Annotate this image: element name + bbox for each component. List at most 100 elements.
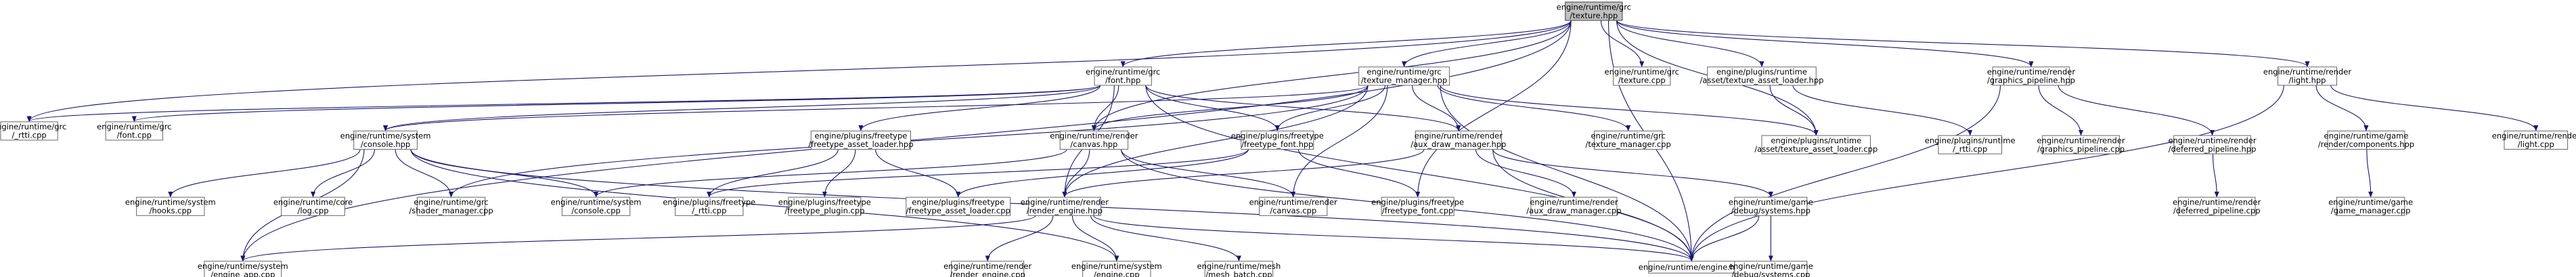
node-box bbox=[1613, 66, 1671, 86]
graph-node-freetype-asset-loader-cpp[interactable]: engine/plugins/freetype/freetype_asset_l… bbox=[906, 196, 1011, 216]
node-label-line: /game_manager.cpp bbox=[2331, 206, 2410, 215]
graph-node-log-cpp[interactable]: engine/runtime/core/log.cpp bbox=[273, 196, 353, 216]
graph-node-grc-rtti-cpp[interactable]: engine/runtime/grc/_rtti.cpp bbox=[0, 121, 66, 141]
node-box bbox=[1530, 196, 1618, 216]
node-label-line: /mesh_batch.cpp bbox=[1205, 270, 1272, 277]
graph-node-font-cpp[interactable]: engine/runtime/grc/font.cpp bbox=[97, 121, 172, 141]
edge-freetype-font-hpp-to-freetype-rtti-cpp bbox=[709, 148, 1249, 198]
node-label-line: engine/runtime/grc bbox=[414, 198, 488, 207]
node-label-line: engine/runtime/core bbox=[273, 198, 353, 207]
graph-node-mesh-batch-cpp[interactable]: engine/runtime/mesh/mesh_batch.cpp bbox=[1197, 261, 1281, 277]
node-label-line: /graphics_pipeline.hpp bbox=[1987, 76, 2075, 85]
node-box bbox=[2173, 135, 2251, 154]
graph-node-game-manager-cpp[interactable]: engine/runtime/game/game_manager.cpp bbox=[2328, 196, 2413, 216]
edge-aux-draw-manager-hpp-to-render-engine-hpp bbox=[1065, 149, 1425, 197]
graph-node-texture-manager-hpp[interactable]: engine/runtime/grc/texture_manager.hpp bbox=[1358, 66, 1450, 86]
node-box bbox=[1992, 66, 2070, 86]
graph-node-font-hpp[interactable]: engine/runtime/grc/font.hpp bbox=[1086, 66, 1160, 86]
graph-node-texture-asset-loader-cpp[interactable]: engine/plugins/runtime/asset/texture_ass… bbox=[1754, 135, 1878, 154]
node-label-line: engine/plugins/freetype bbox=[663, 198, 755, 207]
node-label-line: /texture_manager.hpp bbox=[1361, 76, 1447, 85]
node-label-line: /aux_draw_manager.cpp bbox=[1526, 206, 1621, 215]
graph-node-deferred-pipeline-hpp[interactable]: engine/runtime/render/deferred_pipeline.… bbox=[2168, 135, 2257, 154]
graph-node-render-engine-hpp[interactable]: engine/runtime/render/render_engine.hpp bbox=[1021, 196, 1109, 216]
graph-node-texture-manager-cpp[interactable]: engine/runtime/grc/texture_manager.cpp bbox=[1585, 130, 1671, 150]
graph-node-freetype-plugin-cpp[interactable]: engine/plugins/freetype/freetype_plugin.… bbox=[778, 196, 871, 216]
node-box bbox=[136, 196, 205, 216]
edge-texture-hpp-to-grc-rtti-cpp bbox=[29, 20, 1572, 121]
edge-texture-asset-loader-hpp-to-runtime-rtti-cpp bbox=[1792, 85, 1970, 135]
graph-node-aux-draw-manager-hpp[interactable]: engine/runtime/render/aux_draw_manager.h… bbox=[1411, 130, 1506, 150]
node-label-line: engine/runtime/grc bbox=[1605, 67, 1679, 77]
graph-node-render-engine-cpp[interactable]: engine/runtime/render/render_engine.cpp bbox=[943, 261, 1032, 277]
graph-node-light-hpp[interactable]: engine/runtime/render/light.hpp bbox=[2263, 66, 2351, 86]
graph-node-graphics-pipeline-hpp[interactable]: engine/runtime/render/graphics_pipeline.… bbox=[1987, 66, 2075, 86]
graph-node-canvas-cpp[interactable]: engine/runtime/render/canvas.cpp bbox=[1249, 196, 1337, 216]
edge-texture-manager-hpp-to-freetype-font-hpp bbox=[1277, 85, 1386, 131]
graph-node-deferred-pipeline-cpp[interactable]: engine/runtime/render/deferred_pipeline.… bbox=[2173, 196, 2261, 216]
node-label-line: /texture.cpp bbox=[1618, 76, 1666, 85]
graph-node-light-cpp[interactable]: engine/runtime/render/light.cpp bbox=[2492, 130, 2576, 150]
graph-node-system-engine-cpp[interactable]: engine/runtime/system/engine.cpp bbox=[1071, 261, 1162, 277]
node-label-line: engine/runtime/render bbox=[2037, 135, 2125, 145]
node-label-line: /hooks.cpp bbox=[150, 206, 192, 215]
node-label-line: engine/plugins/freetype bbox=[912, 198, 1004, 207]
edge-font-hpp-to-freetype-font-hpp bbox=[1145, 85, 1277, 131]
graph-node-console-cpp[interactable]: engine/runtime/system/console.cpp bbox=[551, 196, 642, 216]
edge-texture-manager-hpp-to-canvas-cpp bbox=[1293, 85, 1388, 197]
node-box bbox=[1094, 66, 1152, 86]
node-label-line: /debug/systems.hpp bbox=[1731, 206, 1811, 215]
node-box bbox=[1027, 196, 1101, 216]
graph-node-runtime-rtti-cpp[interactable]: engine/plugins/runtime/_rtti.cpp bbox=[1925, 135, 2016, 154]
node-box bbox=[353, 130, 418, 150]
graph-node-freetype-font-hpp[interactable]: engine/plugins/freetype/freetype_font.hp… bbox=[1231, 130, 1324, 150]
node-box bbox=[1082, 261, 1151, 277]
graph-node-texture-cpp[interactable]: engine/runtime/grc/texture.cpp bbox=[1605, 66, 1679, 86]
edge-console-hpp-to-hooks-cpp bbox=[171, 149, 361, 197]
graph-node-canvas-hpp[interactable]: engine/runtime/render/canvas.hpp bbox=[1050, 130, 1138, 150]
graph-node-console-hpp[interactable]: engine/runtime/system/console.hpp bbox=[340, 130, 431, 150]
node-label-line: /render_engine.hpp bbox=[1027, 206, 1103, 215]
edge-texture-hpp-to-graphics-pipeline-hpp bbox=[1616, 20, 2031, 67]
graph-node-freetype-font-cpp[interactable]: engine/plugins/freetype/freetype_font.cp… bbox=[1371, 196, 1464, 216]
node-box bbox=[1259, 196, 1328, 216]
graph-node-graphics-pipeline-cpp[interactable]: engine/runtime/render/graphics_pipeline.… bbox=[2037, 135, 2125, 154]
node-box bbox=[1707, 66, 1817, 86]
node-label-line: engine/runtime/grc bbox=[0, 122, 66, 131]
node-label-line: /font.cpp bbox=[117, 131, 152, 140]
edge-debug-systems-hpp-to-engine-hpp bbox=[1691, 215, 1760, 261]
edge-texture-asset-loader-hpp-to-texture-asset-loader-cpp bbox=[1769, 85, 1816, 135]
node-box bbox=[675, 196, 744, 216]
edge-render-engine-hpp-to-mesh-batch-cpp bbox=[1090, 215, 1239, 261]
graph-node-hooks-cpp[interactable]: engine/runtime/system/hooks.cpp bbox=[125, 196, 216, 216]
node-label-line: engine/plugins/runtime bbox=[1716, 67, 1807, 77]
graph-node-freetype-asset-loader-hpp[interactable]: engine/plugins/freetype/freetype_asset_l… bbox=[808, 130, 914, 150]
graph-node-engine-app-cpp[interactable]: engine/runtime/system/engine_app.cpp bbox=[198, 261, 288, 277]
node-box bbox=[1204, 261, 1274, 277]
edge-texture-manager-hpp-to-texture-manager-cpp bbox=[1437, 85, 1628, 131]
node-label-line: engine/runtime/game bbox=[2324, 131, 2409, 141]
node-label-line: engine/runtime/system bbox=[1071, 261, 1162, 271]
graph-node-engine-hpp[interactable]: engine/runtime/engine.hpp bbox=[1639, 261, 1745, 274]
graph-node-texture-asset-loader-hpp[interactable]: engine/plugins/runtime/asset/texture_ass… bbox=[1700, 66, 1824, 86]
graph-node-debug-systems-hpp[interactable]: engine/runtime/game/debug/systems.hpp bbox=[1729, 196, 1813, 216]
graph-node-aux-draw-manager-cpp[interactable]: engine/runtime/render/aux_draw_manager.c… bbox=[1526, 196, 1622, 216]
node-label-line: engine/runtime/render bbox=[1987, 67, 2075, 77]
node-label-line: engine/runtime/system bbox=[125, 198, 216, 207]
edge-texture-hpp-to-light-hpp bbox=[1616, 20, 2307, 67]
graph-node-components-hpp[interactable]: engine/runtime/game/render/components.hp… bbox=[2318, 130, 2414, 150]
graph-node-debug-systems-cpp[interactable]: engine/runtime/game/debug/systems.cpp bbox=[1729, 261, 1813, 277]
node-label-line: engine/runtime/grc bbox=[1086, 67, 1160, 77]
node-label-line: /_rtti.cpp bbox=[1953, 144, 1987, 154]
edge-texture-hpp-to-font-hpp bbox=[1123, 20, 1572, 67]
edge-freetype-asset-loader-hpp-to-freetype-rtti-cpp bbox=[709, 149, 839, 197]
edge-console-hpp-to-system-engine-cpp bbox=[410, 149, 1117, 261]
node-label-line: /canvas.cpp bbox=[1270, 206, 1316, 215]
node-label-line: /deferred_pipeline.cpp bbox=[2173, 206, 2261, 215]
node-box bbox=[2504, 130, 2569, 150]
graph-node-shader-manager-cpp[interactable]: engine/runtime/grc/shader_manager.cpp bbox=[409, 196, 493, 216]
node-label-line: engine/plugins/freetype bbox=[1231, 131, 1324, 141]
node-label-line: engine/runtime/system bbox=[340, 131, 431, 141]
graph-node-freetype-rtti-cpp[interactable]: engine/plugins/freetype/_rtti.cpp bbox=[663, 196, 755, 216]
